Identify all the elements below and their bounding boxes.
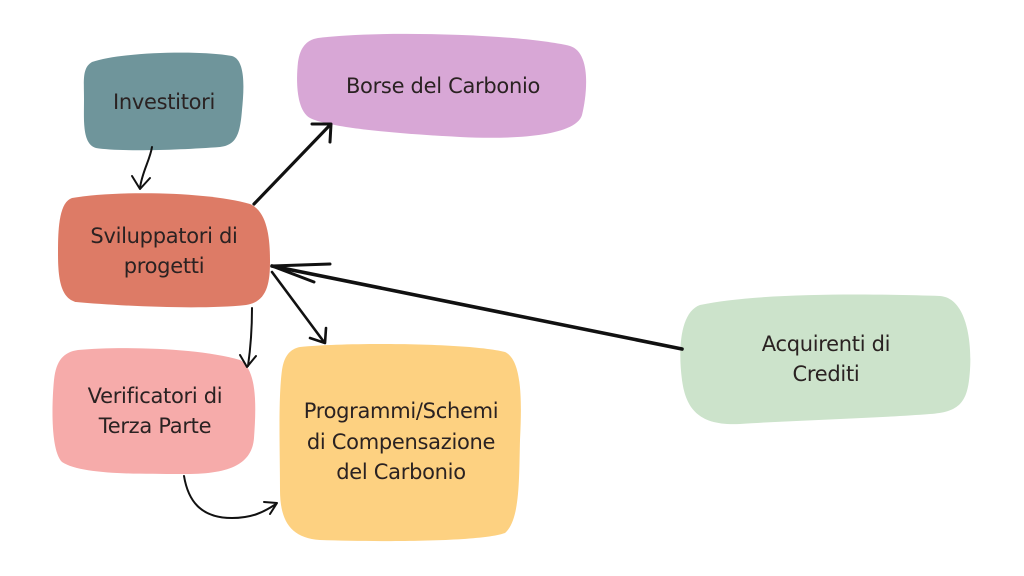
node-label-borse: Borse del Carbonio [345,73,541,98]
node-investitori[interactable]: Investitori [84,56,244,148]
node-shape-programmi [279,344,521,542]
node-label-sviluppatori-line2: progetti [123,254,205,278]
node-label-verificatori-line2: Terza Parte [98,414,212,438]
edge-acquirenti-to-sviluppatori [270,264,684,351]
edge-verificatori-to-programmi [183,475,277,519]
node-shape-borse [297,33,587,138]
node-shape-investitori [83,52,244,151]
arrowhead-verificatori-to-programmi [263,501,278,515]
node-shape-sviluppatori [58,193,270,308]
node-borse-del-carbonio[interactable]: Borse del Carbonio [298,36,588,136]
node-label-acquirenti-line1: Acquirenti di [761,331,891,356]
node-label-programmi-line3: del Carbonio [336,460,466,485]
node-verificatori-di-terza-parte[interactable]: Verificatori di Terza Parte [52,348,258,474]
node-label-verificatori-line1: Verificatori di [87,383,223,408]
edge-sviluppatori-to-borse [252,123,332,206]
node-shape-verificatori [52,348,256,475]
node-shape-acquirenti [680,294,971,425]
node-label-programmi-line2: di Compensazione [306,429,496,454]
arrowhead-sviluppatori-to-borse [310,122,333,144]
arrowhead-sviluppatori-to-verificatori [239,354,257,368]
arrowhead-acquirenti-to-sviluppatori [270,262,332,284]
edge-investitori-to-sviluppatori [139,146,153,189]
node-label-sviluppatori-line1: Sviluppatori di [90,223,238,248]
edge-sviluppatori-to-verificatori [247,307,253,367]
node-acquirenti-di-crediti[interactable]: Acquirenti di Crediti [680,294,972,424]
node-label-acquirenti-line2: Crediti [792,362,860,386]
node-programmi-schemi[interactable]: Programmi/Schemi di Compensazione del Ca… [280,344,522,540]
arrowhead-sviluppatori-to-programmi [308,326,328,345]
node-label-programmi-line1: Programmi/Schemi [303,399,499,424]
edge-sviluppatori-to-programmi [270,270,326,344]
arrowhead-investitori-to-sviluppatori [131,175,151,190]
node-label-investitori: Investitori [112,89,216,114]
node-sviluppatori-di-progetti[interactable]: Sviluppatori di progetti [58,196,270,306]
